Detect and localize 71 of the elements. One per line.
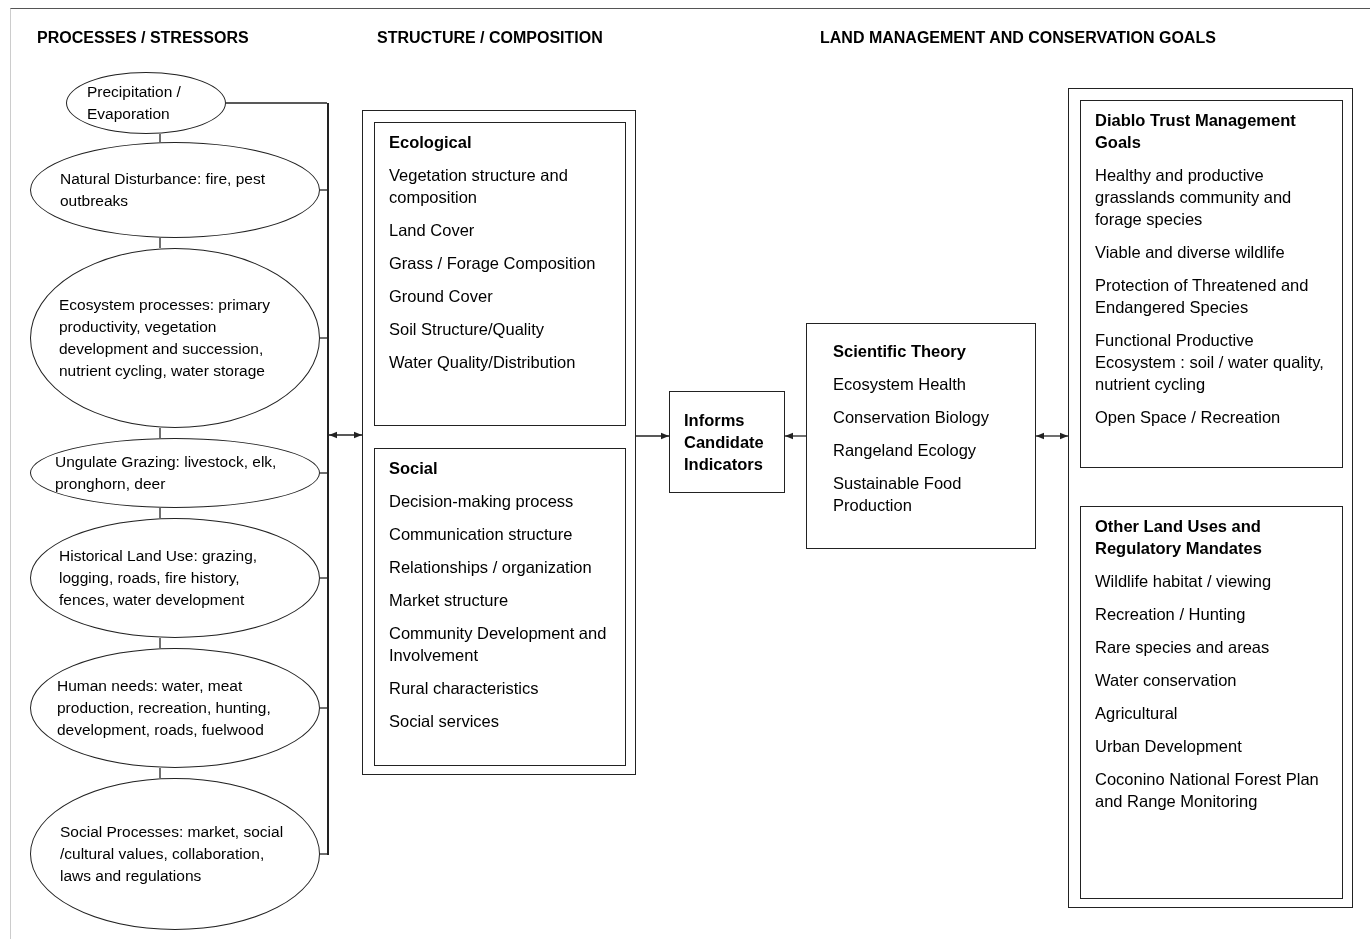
bracket-line xyxy=(327,103,329,855)
list-item: Viable and diverse wildlife xyxy=(1095,242,1286,263)
list-item: Rare species and areas xyxy=(1095,637,1271,658)
box-heading: Other Land Uses and Regulatory Mandates xyxy=(1095,516,1263,559)
list-item: Protection of Threatened and Endangered Species xyxy=(1095,275,1310,318)
arrow xyxy=(1035,432,1069,440)
list-box xyxy=(1080,100,1343,468)
list-item: Sustainable Food Production xyxy=(833,473,963,516)
theory-box xyxy=(806,323,1036,549)
list-item: Functional Productive Ecosystem : soil / water quality, nutrient cycling xyxy=(1095,330,1325,395)
box-heading: Diablo Trust Management Goals xyxy=(1095,110,1297,153)
list-item: Rural characteristics xyxy=(389,678,540,699)
indicator-box xyxy=(669,391,785,493)
list-item: Water conservation xyxy=(1095,670,1238,691)
process-text: Social Processes: market, social /cultural values, collaboration, laws and regulations xyxy=(60,822,285,886)
connector-line xyxy=(319,577,328,579)
list-item: Urban Development xyxy=(1095,736,1243,757)
box-heading: Social xyxy=(389,458,439,479)
list-item: Open Space / Recreation xyxy=(1095,407,1282,428)
list-item: Agricultural xyxy=(1095,703,1179,724)
connector-line xyxy=(159,507,161,519)
connector-line xyxy=(319,707,328,709)
arrow xyxy=(784,432,807,440)
list-item: Vegetation structure and composition xyxy=(389,165,569,208)
list-item: Healthy and productive grasslands community and forage species xyxy=(1095,165,1293,230)
column-heading: PROCESSES / STRESSORS xyxy=(37,29,249,47)
list-item: Grass / Forage Composition xyxy=(389,253,597,274)
box-heading: Scientific Theory xyxy=(833,341,967,362)
box-title: Informs Candidate Indicators xyxy=(684,410,765,475)
list-item: Social services xyxy=(389,711,501,732)
list-box xyxy=(374,448,626,766)
column-heading: LAND MANAGEMENT AND CONSERVATION GOALS xyxy=(820,29,1216,47)
connector-line xyxy=(159,237,161,249)
list-item: Relationships / organization xyxy=(389,557,593,578)
box-heading: Ecological xyxy=(389,132,473,153)
list-box xyxy=(374,122,626,426)
connector-line xyxy=(319,337,328,339)
list-item: Decision-making process xyxy=(389,491,575,512)
list-item: Water Quality/Distribution xyxy=(389,352,577,373)
list-item: Coconino National Forest Plan and Range Monitoring xyxy=(1095,769,1320,812)
list-item: Wildlife habitat / viewing xyxy=(1095,571,1273,592)
column-heading: STRUCTURE / COMPOSITION xyxy=(377,29,603,47)
arrow xyxy=(635,432,670,440)
list-item: Recreation / Hunting xyxy=(1095,604,1247,625)
group-box xyxy=(1068,88,1353,908)
connector-line xyxy=(319,189,328,191)
list-item: Market structure xyxy=(389,590,510,611)
list-item: Ground Cover xyxy=(389,286,494,307)
list-item: Conservation Biology xyxy=(833,407,990,428)
list-item: Rangeland Ecology xyxy=(833,440,978,461)
connector-line xyxy=(159,637,161,649)
list-box xyxy=(1080,506,1343,899)
process-text: Ecosystem processes: primary productivity, vegetation development and succession, nutrient cycling, water storage xyxy=(59,295,272,381)
list-item: Soil Structure/Quality xyxy=(389,319,545,340)
arrow xyxy=(328,431,363,439)
process-text: Human needs: water, meat production, recreation, hunting, development, roads, fuelwood xyxy=(57,676,272,740)
connector-line xyxy=(319,853,328,855)
list-item: Ecosystem Health xyxy=(833,374,967,395)
process-text: Historical Land Use: grazing, logging, roads, fire history, fences, water development xyxy=(59,546,259,610)
process-text: Natural Disturbance: fire, pest outbreaks xyxy=(60,169,267,211)
connector-line xyxy=(159,133,161,143)
connector-line xyxy=(319,472,328,474)
connector-line xyxy=(159,427,161,439)
connector-line xyxy=(159,767,161,779)
process-text: Precipitation / Evaporation xyxy=(87,82,182,124)
group-box xyxy=(362,110,636,775)
list-item: Land Cover xyxy=(389,220,476,241)
process-text: Ungulate Grazing: livestock, elk, pronghorn, deer xyxy=(55,452,278,494)
list-item: Community Development and Involvement xyxy=(389,623,608,666)
connector-line xyxy=(225,102,328,104)
list-item: Communication structure xyxy=(389,524,574,545)
